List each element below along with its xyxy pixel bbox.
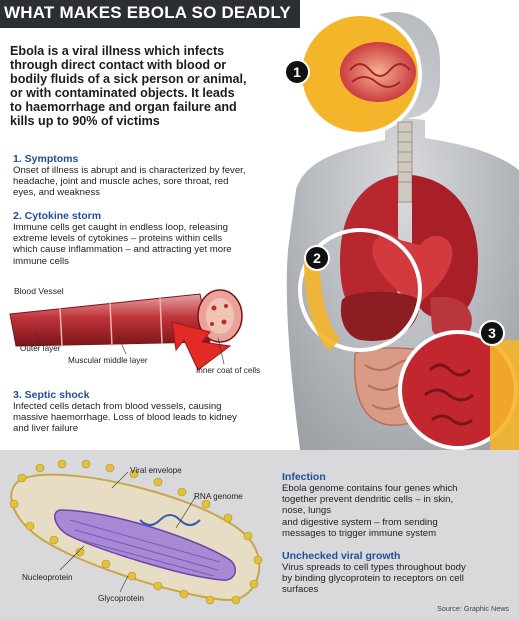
flow-arrow-icon bbox=[171, 321, 232, 371]
blood-vessel-illustration bbox=[9, 289, 243, 371]
rna-genome-label: RNA genome bbox=[194, 492, 243, 501]
infection-title: Infection bbox=[282, 471, 326, 483]
liver-icon bbox=[340, 291, 420, 341]
unchecked-growth-title: Unchecked viral growth bbox=[282, 550, 401, 562]
symptoms-title: 1. Symptoms bbox=[13, 153, 79, 165]
cytokine-text: Immune cells get caught in endless loop,… bbox=[13, 222, 232, 267]
callout-3-badge: 3 bbox=[479, 320, 505, 346]
infection-text: Ebola genome contains four genes which t… bbox=[282, 483, 458, 539]
septic-title: 3. Septic shock bbox=[13, 389, 90, 401]
septic-text: Infected cells detach from blood vessels… bbox=[13, 401, 237, 435]
intro-paragraph: Ebola is a viral illness which infects t… bbox=[10, 44, 247, 128]
viral-envelope-label: Viral envelope bbox=[130, 466, 182, 475]
symptoms-text: Onset of illness is abrupt and is charac… bbox=[13, 165, 246, 199]
header-bar: WHAT MAKES EBOLA SO DEADLY bbox=[0, 0, 300, 28]
page-title: WHAT MAKES EBOLA SO DEADLY bbox=[4, 3, 291, 22]
human-body-illustration bbox=[286, 12, 519, 450]
callout-1-badge: 1 bbox=[284, 59, 310, 85]
source-credit: Source: Graphic News bbox=[437, 604, 509, 613]
lung-zoom-circle bbox=[298, 228, 422, 352]
glycoprotein-label: Glycoprotein bbox=[98, 594, 144, 603]
nucleoprotein-label: Nucleoprotein bbox=[22, 573, 73, 582]
inner-coat-label: Inner coat of cells bbox=[196, 366, 261, 375]
ebola-virus-illustration bbox=[9, 459, 263, 605]
left-lung-icon bbox=[340, 175, 398, 319]
heart-icon bbox=[372, 233, 453, 305]
blood-vessel-label: Blood Vessel bbox=[14, 286, 64, 296]
brain-icon bbox=[340, 42, 416, 102]
cytokine-title: 2. Cytokine storm bbox=[13, 210, 102, 222]
muscular-layer-label: Muscular middle layer bbox=[68, 356, 148, 365]
unchecked-growth-text: Virus spreads to cell types throughout b… bbox=[282, 562, 466, 596]
callout-2-badge: 2 bbox=[304, 245, 330, 271]
outer-layer-label: Outer layer bbox=[20, 344, 61, 353]
